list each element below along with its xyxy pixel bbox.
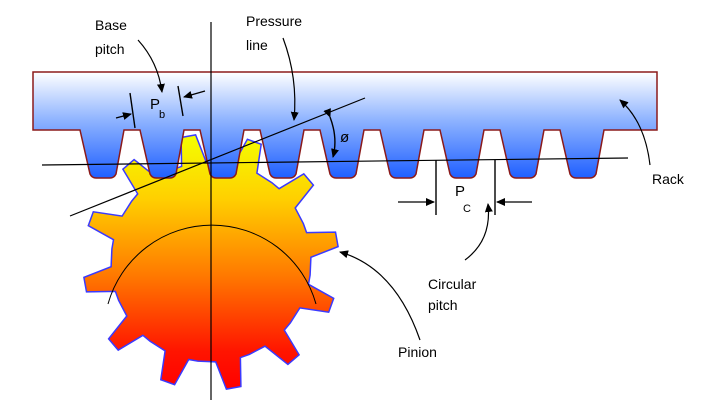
pressure-line	[69, 97, 366, 217]
base-pitch-arrow-right	[183, 90, 206, 99]
base-pitch-label-line1: Base	[95, 17, 127, 33]
circular-pitch-leader	[464, 203, 493, 261]
base-pitch-arrow-left	[115, 112, 132, 120]
rack-leader	[619, 99, 651, 166]
base-pitch-symbol-subscript: b	[159, 109, 165, 121]
base-pitch-tick-left	[129, 92, 136, 129]
circular-pitch-label-line1: Circular	[428, 276, 477, 292]
pressure-angle-symbol: ø	[340, 129, 349, 146]
pressure-line-label-line2: line	[246, 37, 268, 53]
circular-pitch-label-line2: pitch	[428, 297, 458, 313]
pinion-label: Pinion	[398, 344, 437, 360]
rack-pitch-line	[41, 157, 629, 166]
pinion-pitch-circle	[107, 224, 317, 305]
rack-label: Rack	[652, 171, 685, 187]
pressure-angle-arc	[323, 108, 339, 158]
circular-pitch-symbol: P	[455, 183, 465, 200]
rack-body	[32, 71, 658, 179]
pressure-line-label-line1: Pressure	[246, 13, 302, 29]
base-pitch-label-line2: pitch	[95, 41, 125, 57]
base-pitch-tick-right	[177, 85, 184, 117]
base-pitch-leader	[137, 39, 165, 93]
circular-pitch-symbol-subscript: C	[463, 203, 471, 215]
pinion-leader	[339, 250, 421, 341]
base-pitch-symbol: P	[150, 96, 160, 113]
pressure-line-leader	[282, 37, 299, 121]
